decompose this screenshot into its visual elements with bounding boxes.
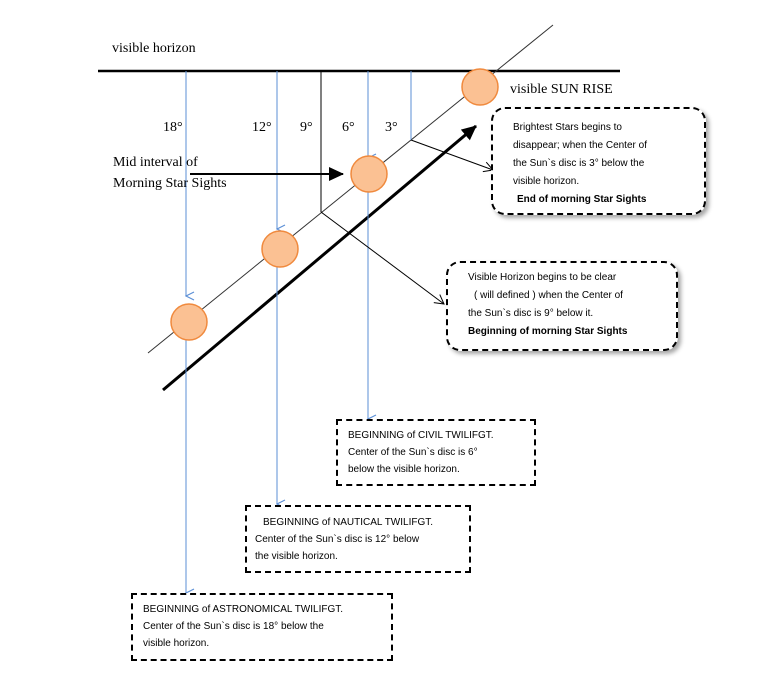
pointer-arrow-9deg [320,211,445,305]
pointer-arrow-3deg [410,139,494,173]
degree-label-9: 9° [300,120,313,135]
end-morning-line-2: disappear; when the Center of [513,140,647,151]
astronomical-line-2: Center of the Sun`s disc is 18° below th… [143,621,324,632]
mid-interval-label-2: Morning Star Sights [113,176,227,191]
astronomical-line-1: BEGINNING of ASTRONOMICAL TWILIFGT. [143,604,344,615]
end-morning-line-4: visible horizon. [513,176,580,187]
nautical-line-1: BEGINNING of NAUTICAL TWILIFGT. [263,517,434,528]
end-morning-line-1: Brightest Stars begins to [513,122,622,133]
civil-twilight-box: BEGINNING of CIVIL TWILIFGT. Center of t… [336,419,536,486]
begin-morning-line-2: ( will defined ) when the Center of [474,290,623,301]
nautical-line-2: Center of the Sun`s disc is 12° below [255,534,420,545]
sun-18deg [170,303,208,341]
bold-arrow [162,124,477,392]
civil-line-2: Center of the Sun`s disc is 6° [348,447,478,458]
begin-morning-title: Beginning of morning Star Sights [468,326,628,337]
degree-label-3: 3° [385,120,398,135]
degree-label-6: 6° [342,120,355,135]
astronomical-line-3: visible horizon. [143,638,210,649]
civil-line-3: below the visible horizon. [348,464,460,475]
civil-line-1: BEGINNING of CIVIL TWILIFGT. [348,430,494,441]
begin-morning-star-sights-box: Visible Horizon begins to be clear ( wil… [446,261,678,351]
degree-label-18: 18° [163,120,183,135]
end-morning-title: End of morning Star Sights [517,194,647,205]
sun-6deg [350,155,388,193]
end-morning-star-sights-box: Brightest Stars begins to disappear; whe… [491,107,706,215]
degree-label-12: 12° [252,120,272,135]
begin-morning-line-3: the Sun`s disc is 9° below it. [468,308,594,319]
sun-sunrise [461,68,499,106]
astronomical-twilight-box: BEGINNING of ASTRONOMICAL TWILIFGT. Cent… [131,593,393,661]
begin-morning-line-1: Visible Horizon begins to be clear [468,272,617,283]
mid-interval-label-1: Mid interval of [113,155,198,170]
visible-sunrise-label: visible SUN RISE [510,82,613,97]
visible-horizon-label: visible horizon [112,41,196,56]
sun-12deg [261,230,299,268]
nautical-twilight-box: BEGINNING of NAUTICAL TWILIFGT. Center o… [245,505,471,573]
end-morning-line-3: the Sun`s disc is 3° below the [513,158,645,169]
nautical-line-3: the visible horizon. [255,551,338,562]
